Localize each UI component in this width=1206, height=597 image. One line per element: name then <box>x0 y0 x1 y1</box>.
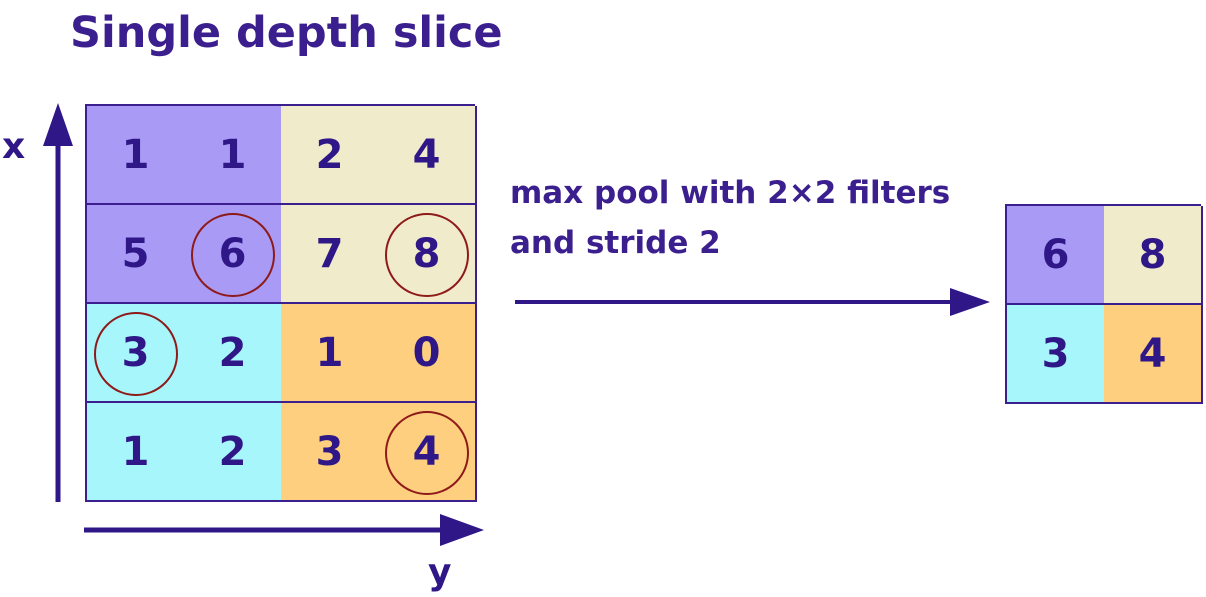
input-grid-cell-value: 1 <box>315 329 344 376</box>
output-grid: 6 8 3 4 <box>1005 204 1203 404</box>
input-grid-cell-value: 0 <box>412 329 441 376</box>
input-grid-cell-value: 2 <box>218 329 247 376</box>
input-grid-cell-value: 3 <box>315 428 344 475</box>
input-grid-cell-value: 2 <box>218 428 247 475</box>
y-axis-arrow <box>84 514 484 546</box>
input-grid-cell: 1 <box>87 403 186 502</box>
input-grid-cell-value: 2 <box>315 131 344 178</box>
output-grid-cell: 4 <box>1104 305 1203 404</box>
input-grid-cell: 4 <box>378 403 477 502</box>
output-grid-cell: 6 <box>1007 206 1106 305</box>
operation-label: max pool with 2×2 filters and stride 2 <box>510 168 950 268</box>
operation-arrow <box>515 288 990 316</box>
input-grid-cell: 0 <box>378 304 477 403</box>
input-grid-cell-value: 4 <box>412 131 441 178</box>
input-grid-cell-value: 1 <box>121 428 150 475</box>
input-grid-cell: 8 <box>378 205 477 304</box>
y-axis-label: y <box>428 552 452 593</box>
operation-label-line1: max pool with 2×2 filters <box>510 175 951 211</box>
input-grid-cell-value: 1 <box>218 131 247 178</box>
input-grid-cell-value: 7 <box>315 230 344 277</box>
input-grid-cell-value: 8 <box>412 230 441 277</box>
input-grid-cell: 1 <box>281 304 380 403</box>
input-grid-cell: 1 <box>184 106 283 205</box>
input-grid-cell-value: 5 <box>121 230 150 277</box>
output-grid-cell-value: 8 <box>1138 231 1167 278</box>
x-axis-arrow <box>43 103 73 502</box>
input-grid-cell: 3 <box>281 403 380 502</box>
input-grid-cell: 5 <box>87 205 186 304</box>
input-grid-cell: 2 <box>281 106 380 205</box>
output-grid-cell-value: 4 <box>1138 330 1167 377</box>
input-grid-cell: 7 <box>281 205 380 304</box>
output-grid-cell: 3 <box>1007 305 1106 404</box>
input-grid-cell: 1 <box>87 106 186 205</box>
operation-label-line2: and stride 2 <box>510 225 721 261</box>
input-grid-cell-value: 1 <box>121 131 150 178</box>
input-grid-cell: 2 <box>184 403 283 502</box>
input-grid-cell-value: 3 <box>121 329 150 376</box>
output-grid-cell-value: 3 <box>1041 330 1070 377</box>
output-grid-cell: 8 <box>1104 206 1203 305</box>
input-grid-cell: 2 <box>184 304 283 403</box>
x-axis-label: x <box>2 126 26 167</box>
input-grid-cell: 6 <box>184 205 283 304</box>
diagram-title: Single depth slice <box>70 8 503 58</box>
input-grid-cell: 4 <box>378 106 477 205</box>
output-grid-cell-value: 6 <box>1041 231 1070 278</box>
input-grid-cell-value: 6 <box>218 230 247 277</box>
input-grid: 1 1 2 4 5 6 7 8 3 2 1 0 1 2 3 4 <box>85 104 477 502</box>
input-grid-cell: 3 <box>87 304 186 403</box>
input-grid-cell-value: 4 <box>412 428 441 475</box>
